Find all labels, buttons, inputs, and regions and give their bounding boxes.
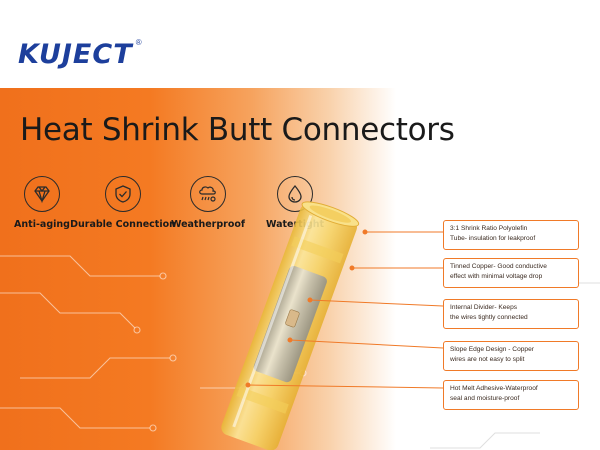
feature-label: Anti-aging — [14, 219, 70, 230]
feature-durable-connection: Durable Connection — [68, 176, 178, 236]
callout-line: seal and moisture-proof — [450, 394, 520, 402]
cloud-weather-icon — [190, 176, 226, 212]
feature-anti-aging: Anti-aging — [0, 176, 97, 236]
feature-label: Durable Connection — [70, 219, 176, 230]
feature-label: Weatherproof — [170, 219, 246, 230]
callout-line: Hot Melt Adhesive-Waterproof — [450, 385, 538, 392]
callout-internal-divider: Internal Divider- Keeps the wires tightl… — [443, 299, 579, 329]
shield-check-icon — [105, 176, 141, 212]
feature-weatherproof: Weatherproof — [153, 176, 263, 236]
callout-line: Internal Divider- Keeps — [450, 304, 518, 311]
page-title: Heat Shrink Butt Connectors — [20, 112, 455, 148]
callout-line: 3:1 Shrink Ratio Polyolefin — [450, 225, 528, 232]
callout-hot-melt-adhesive: Hot Melt Adhesive-Waterproof seal and mo… — [443, 380, 579, 410]
brand-name: KUJECT — [18, 38, 133, 70]
callout-line: the wires tightly connected — [450, 313, 528, 321]
callout-line: Tube- insulation for leakproof — [450, 234, 536, 242]
callout-line: wires are not easy to split — [450, 355, 525, 363]
callout-slope-edge: Slope Edge Design - Copper wires are not… — [443, 341, 579, 371]
callout-tinned-copper: Tinned Copper- Good conductive effect wi… — [443, 258, 579, 288]
registered-mark: ® — [135, 38, 142, 47]
brand-logo: KUJECT ® — [18, 38, 142, 70]
water-drop-icon — [277, 176, 313, 212]
callout-line: effect with minimal voltage drop — [450, 272, 543, 280]
callout-shrink-ratio: 3:1 Shrink Ratio Polyolefin Tube- insula… — [443, 220, 579, 250]
diamond-icon — [24, 176, 60, 212]
callout-line: Slope Edge Design - Copper — [450, 346, 534, 353]
callout-line: Tinned Copper- Good conductive — [450, 263, 547, 270]
